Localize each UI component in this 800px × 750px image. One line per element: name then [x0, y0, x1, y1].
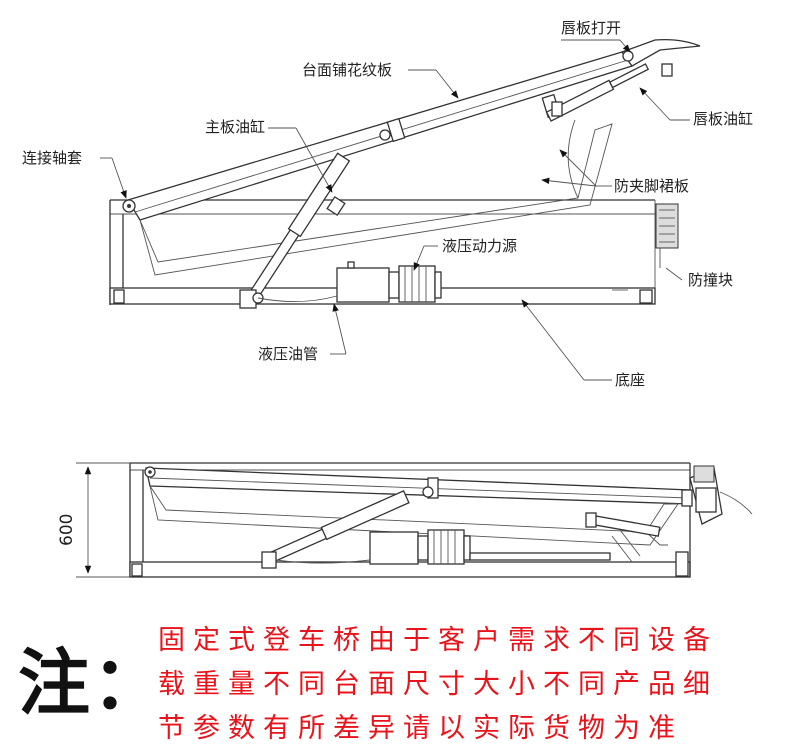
label-main-cylinder: 主板油缸 [205, 118, 265, 136]
note-mark: 注： [18, 640, 167, 725]
raised-view [109, 38, 701, 309]
label-toe-guard: 防夹脚裙板 [614, 177, 689, 195]
note-line-3: 节参数有所差异请以实际货物为准 [158, 713, 683, 744]
label-power-unit: 液压动力源 [442, 237, 517, 255]
dimension-600: 600 [57, 514, 77, 546]
label-base: 底座 [615, 371, 645, 389]
label-deck-plate: 台面铺花纹板 [302, 61, 392, 79]
dock-leveler-diagram: 唇板打开 台面铺花纹板 主板油缸 唇板油缸 连接轴套 防夹脚裙板 液压动力源 防… [22, 19, 753, 578]
disclaimer-note: 注： 固定式登车桥由于客户需求不同设备 载重量不同台面尺寸大小不同产品细 节参数… [0, 610, 800, 750]
label-hose: 液压油管 [258, 345, 318, 363]
note-line-2: 载重量不同台面尺寸大小不同产品细 [158, 669, 718, 700]
label-bumper: 防撞块 [688, 271, 733, 289]
label-hinge-sleeve: 连接轴套 [22, 149, 82, 167]
label-lip-cylinder: 唇板油缸 [693, 110, 753, 128]
callouts: 唇板打开 台面铺花纹板 主板油缸 唇板油缸 连接轴套 防夹脚裙板 液压动力源 防… [22, 19, 753, 389]
lowered-view: 600 [57, 462, 753, 578]
note-line-1: 固定式登车桥由于客户需求不同设备 [158, 625, 718, 656]
label-lip-open: 唇板打开 [561, 19, 621, 37]
